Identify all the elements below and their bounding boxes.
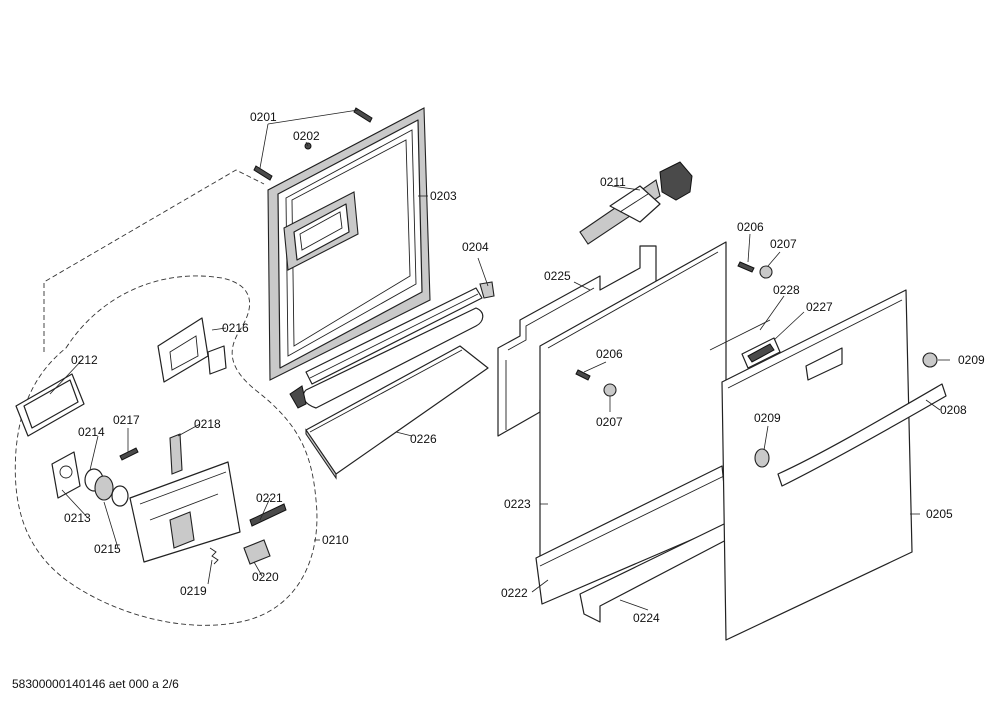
callout-0209-side: 0209 — [958, 353, 985, 367]
callout-labels: 0201 0202 0203 0204 0211 0225 0206 0207 … — [64, 110, 985, 625]
callout-0224: 0224 — [633, 611, 660, 625]
lever-0221 — [249, 503, 287, 527]
callout-0202: 0202 — [293, 129, 320, 143]
callout-0226: 0226 — [410, 432, 437, 446]
callout-0203: 0203 — [430, 189, 457, 203]
callout-0225: 0225 — [544, 269, 571, 283]
clip-part — [289, 385, 307, 409]
callout-0217: 0217 — [113, 413, 140, 427]
callout-0211: 0211 — [600, 175, 626, 189]
leader-lines — [49, 109, 950, 611]
callout-0218: 0218 — [194, 417, 221, 431]
callout-0206-lower: 0206 — [596, 347, 623, 361]
pin-0217 — [119, 447, 139, 461]
washer-0207-upper — [759, 265, 773, 279]
clip-0216 — [157, 317, 209, 383]
callout-0206-upper: 0206 — [737, 220, 764, 234]
callout-0207-lower: 0207 — [596, 415, 623, 429]
callout-0214: 0214 — [78, 425, 105, 439]
cover-0227-inner — [747, 343, 775, 363]
knob-0209-front — [754, 448, 770, 468]
bottom-strip-edge — [539, 475, 725, 567]
callout-0227: 0227 — [806, 300, 833, 314]
screw-0201-left — [253, 165, 273, 181]
inner-door-frame — [267, 107, 431, 381]
frame-0212 — [15, 373, 85, 437]
callout-0221: 0221 — [256, 491, 283, 505]
door-handle — [777, 383, 947, 487]
callout-0207-upper: 0207 — [770, 237, 797, 251]
bolt-0218 — [169, 433, 183, 475]
detail-group-outline — [14, 275, 318, 626]
screw-0206-lower — [575, 369, 591, 381]
nozzle-0215 — [94, 475, 129, 507]
callout-0213: 0213 — [64, 511, 91, 525]
spring-0219 — [209, 547, 219, 565]
base-strip — [305, 345, 489, 480]
drawing-reference-number: 58300000140146 aet 000 a 2/6 — [12, 677, 179, 691]
callout-0228: 0228 — [773, 283, 800, 297]
rod-0228 — [709, 319, 771, 351]
hinge-bracket — [579, 161, 693, 245]
callout-0204: 0204 — [462, 240, 489, 254]
callout-0210: 0210 — [322, 533, 349, 547]
callout-0208: 0208 — [940, 403, 967, 417]
washer-0207-lower — [603, 383, 617, 397]
callout-0215: 0215 — [94, 542, 121, 556]
callout-0219: 0219 — [180, 584, 207, 598]
knob-0209-side — [922, 352, 938, 368]
callout-0205: 0205 — [926, 507, 953, 521]
block-0216 — [207, 345, 227, 375]
callout-0222: 0222 — [501, 586, 528, 600]
door-panel-stepped-inner — [505, 287, 595, 430]
callout-0223: 0223 — [504, 497, 531, 511]
screw-0206-upper — [737, 261, 755, 273]
callout-0201: 0201 — [250, 110, 277, 124]
callout-0209-front: 0209 — [754, 411, 781, 425]
block-0220 — [243, 539, 271, 565]
detail-link-dash — [43, 169, 265, 352]
callout-0212: 0212 — [71, 353, 98, 367]
clip-0216-grid — [169, 335, 199, 371]
dispenser-housing-0210 — [129, 461, 241, 563]
callout-0220: 0220 — [252, 570, 279, 584]
cover-part-0213 — [51, 451, 81, 499]
callout-0216: 0216 — [222, 321, 249, 335]
